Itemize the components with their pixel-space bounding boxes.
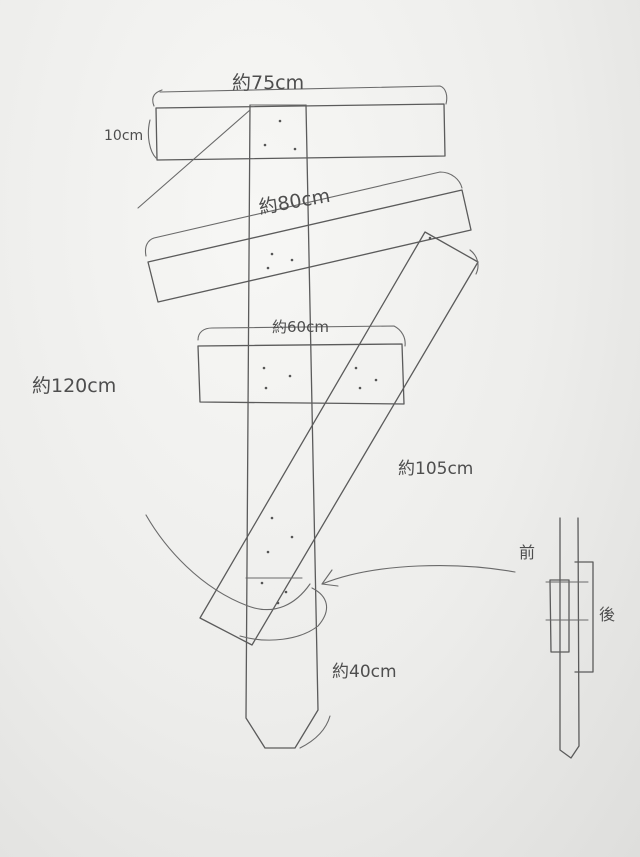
top-width-bracket (159, 85, 448, 105)
middle-board (197, 325, 406, 405)
ground-line (145, 514, 331, 749)
height-bracket (147, 119, 157, 159)
tilted-board (144, 171, 472, 303)
stake-length-label: 約40cm (332, 662, 397, 682)
tilted-bracket (144, 171, 463, 257)
diagonal-brace (199, 231, 479, 646)
front-label: 前 (519, 543, 535, 562)
back-label: 後 (599, 605, 615, 624)
middle-bracket (197, 325, 406, 347)
middle-board-label: 約60cm (272, 318, 329, 336)
stake-bracket (299, 715, 331, 749)
tilted-board-label: 約80cm (257, 185, 332, 219)
top-width-label: 約75cm (232, 72, 304, 94)
board-height-label: 10cm (104, 128, 143, 144)
vertical-post (245, 104, 319, 749)
side-view-detail (545, 517, 594, 759)
post-height-label: 約120cm (32, 375, 116, 397)
brace-bracket (469, 249, 479, 275)
brace-length-label: 約105cm (398, 459, 473, 479)
top-width-bracket-left (152, 89, 163, 107)
diagonal-mark (137, 109, 251, 209)
top-board (137, 85, 448, 209)
pointer-arrow (321, 565, 516, 587)
